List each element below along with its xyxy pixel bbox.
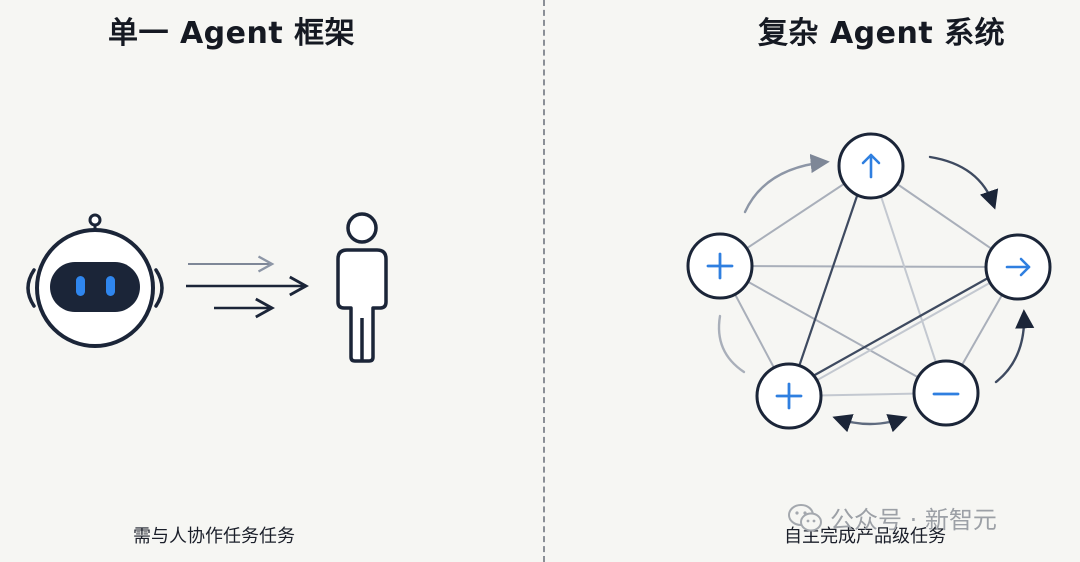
agent-node-right — [984, 233, 1052, 301]
robot-eye-icon — [76, 276, 85, 296]
right-panel-caption: 自主完成产品级任务 — [784, 526, 946, 547]
robot-icon — [26, 213, 164, 348]
left-panel-caption: 需与人协作任务任务 — [133, 526, 295, 547]
left-panel-title: 单一 Agent 框架 — [108, 16, 356, 51]
agent-node-left — [686, 232, 754, 300]
network-links — [719, 165, 1019, 397]
handoff-arrows-icon — [186, 255, 309, 319]
wechat-icon — [788, 503, 822, 531]
agent-node-bottom-right — [912, 359, 980, 427]
right-panel-title: 复杂 Agent 系统 — [758, 16, 1006, 51]
watermark: 公众号 · 新智元 — [788, 500, 997, 535]
agent-node-bottom-left — [755, 362, 823, 430]
robot-eye-icon — [106, 276, 115, 296]
flow-arrows — [717, 153, 1035, 433]
panel-divider — [543, 0, 545, 562]
arrow-up-icon — [861, 153, 881, 179]
plus-icon — [706, 252, 734, 280]
arrow-right-icon — [1005, 257, 1031, 277]
network-strong-links — [787, 195, 989, 397]
plus-icon — [775, 382, 803, 410]
agent-node-top — [837, 132, 905, 200]
person-icon — [336, 212, 388, 363]
watermark-text: 公众号 · 新智元 — [830, 506, 997, 534]
